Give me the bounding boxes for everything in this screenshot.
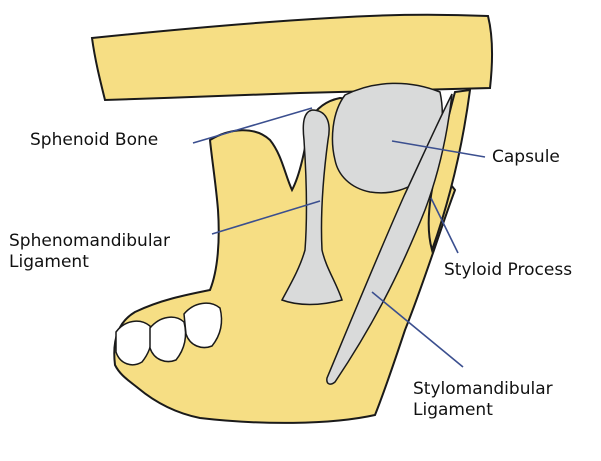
label-sphenomandibular-line1: Sphenomandibular (9, 231, 170, 252)
label-stylomandibular-line1: Stylomandibular (413, 379, 553, 400)
label-styloid-process-text: Styloid Process (444, 260, 572, 281)
tooth-2 (150, 317, 186, 361)
label-styloid-process: Styloid Process (444, 260, 572, 281)
temporal-bone (92, 15, 492, 100)
label-capsule: Capsule (492, 147, 560, 168)
label-stylomandibular-ligament: Stylomandibular Ligament (413, 379, 553, 421)
label-stylomandibular-line2: Ligament (413, 400, 553, 421)
label-capsule-text: Capsule (492, 147, 560, 168)
label-sphenoid-bone-text: Sphenoid Bone (30, 130, 158, 151)
label-sphenomandibular-line2: Ligament (9, 252, 170, 273)
label-sphenoid-bone: Sphenoid Bone (30, 130, 158, 151)
label-sphenomandibular-ligament: Sphenomandibular Ligament (9, 231, 170, 273)
tooth-3 (184, 303, 222, 347)
